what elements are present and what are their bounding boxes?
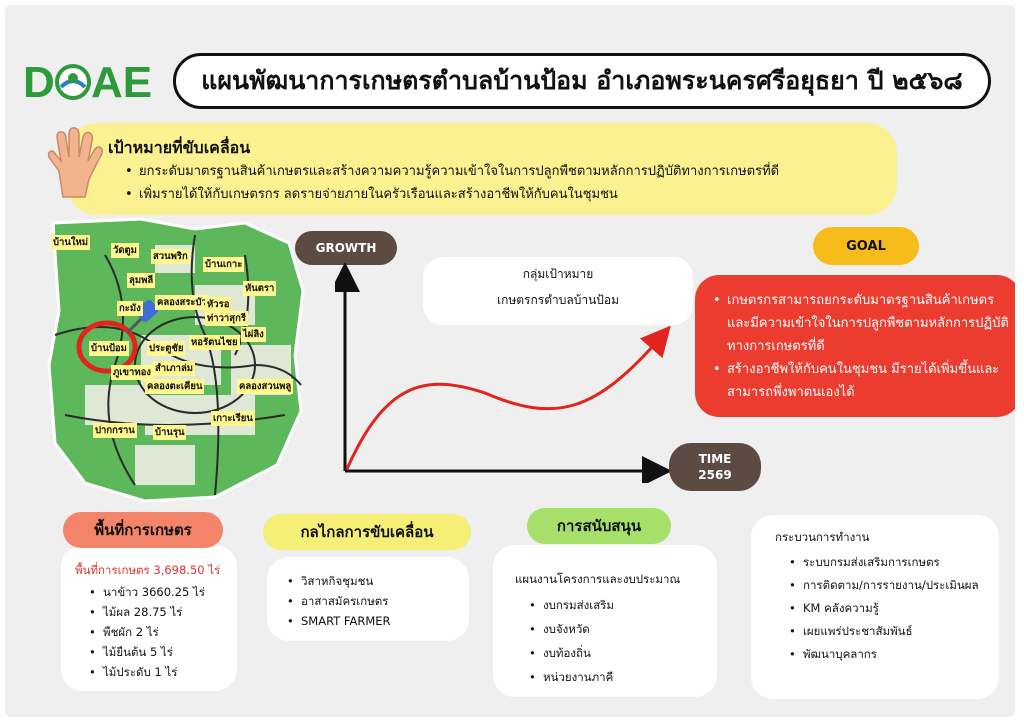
map-label: ปากกราน [93,423,137,438]
map-label: ประตูชัย [147,341,186,356]
workflow-item: ระบบกรมส่งเสริมการเกษตร [789,551,985,574]
support-item: งบท้องถิ่น [529,641,614,665]
mechanism-item: วิสาหกิจชุมชน [287,571,391,591]
target-group-box: กลุ่มเป้าหมาย เกษตรกรตำบลบ้านป้อม [423,257,693,325]
goal-item: สร้างอาชีพให้กับคนในชุมชน มีรายได้เพิ่มข… [713,358,1013,404]
map-label: วัดตูม [111,243,139,258]
support-list: งบกรมส่งเสริม งบจังหวัด งบท้องถิ่น หน่วย… [529,593,614,689]
support-label: การสนับสนุน [527,508,671,544]
svg-text:AE: AE [91,58,152,105]
map-label: ภูเขาทอง [111,365,153,380]
support-item: หน่วยงานภาคี [529,665,614,689]
map-label: เกาะเรียน [211,411,255,426]
workflow-item: เผยแพร่ประชาสัมพันธ์ [789,620,985,643]
infographic-frame: D AE แผนพัฒนาการเกษตรตำบลบ้านป้อม อำเภอพ… [5,5,1015,717]
mechanism-item: SMART FARMER [287,611,391,631]
map-label: บ้านเกาะ [203,257,245,272]
map-label: ลุมพลี [127,273,156,288]
target-group-name: เกษตรกรตำบลบ้านป้อม [496,293,620,307]
growth-graph [335,263,672,483]
page-title: แผนพัฒนาการเกษตรตำบลบ้านป้อม อำเภอพระนคร… [201,66,963,95]
map-label: หอรัตนไชย [189,335,240,350]
area-list: นาข้าว 3660.25 ไร่ ไม้ผล 28.75 ไร่ พืชผั… [89,582,205,682]
map-label: บ้านรุน [153,425,187,440]
svg-text:D: D [23,58,55,105]
area-item: ไม้ยืนต้น 5 ไร่ [89,642,205,662]
map-label: คลองสวนพลู [237,379,294,394]
map-label-highlight: บ้านป้อม [89,341,129,356]
mechanism-label: กลไกลการขับเคลื่อน [263,514,471,550]
support-item: งบจังหวัด [529,617,614,641]
goal-list: เกษตรกรสามารถยกระดับมาตรฐานสินค้าเกษตรแล… [713,289,1013,404]
time-label-text: TIME [698,452,732,466]
target-heading: เป้าหมายที่ขับเคลื่อน [108,138,251,157]
workflow-item: พัฒนาบุคลากร [789,643,985,666]
target-item: เพิ่มรายได้ให้กับเกษตรกร ลดรายจ่ายภายในค… [125,183,779,206]
map-label: ไผ่ลิง [241,327,266,342]
support-item: งบกรมส่งเสริม [529,593,614,617]
map-label: สำเภาล่ม [153,361,196,376]
area-item: ไม้ผล 28.75 ไร่ [89,602,205,622]
time-label-year: 2569 [698,468,732,482]
page-title-box: แผนพัฒนาการเกษตรตำบลบ้านป้อม อำเภอพระนคร… [173,53,991,109]
map-label: กะมัง [117,301,143,316]
growth-label: GROWTH [295,231,397,265]
mechanism-item: อาสาสมัครเกษตร [287,591,391,611]
hand-icon [47,127,103,198]
target-list: ยกระดับมาตรฐานสินค้าเกษตรและสร้างความควา… [125,160,779,206]
goal-label: GOAL [813,227,919,265]
map-label: บ้านใหม่ [51,235,91,250]
workflow-list: ระบบกรมส่งเสริมการเกษตร การติดตาม/การราย… [789,551,985,666]
target-group-title: กลุ่มเป้าหมาย [522,267,594,281]
area-total: พื้นที่การเกษตร 3,698.50 ไร่ [75,563,221,577]
map-label: ท่าวาสุกรี [205,311,248,326]
area-item: พืชผัก 2 ไร่ [89,622,205,642]
workflow-item: KM คลังความรู้ [789,597,985,620]
support-heading: แผนงานโครงการและงบประมาณ [515,572,681,586]
subdistrict-map: บ้านใหม่ วัดตูม สวนพริก บ้านเกาะ ลุมพลี … [45,215,307,503]
area-item: นาข้าว 3660.25 ไร่ [89,582,205,602]
time-label: TIME 2569 [669,443,761,491]
area-label: พื้นที่การเกษตร [63,512,223,548]
workflow-item: การติดตาม/การรายงาน/ประเมินผล [789,574,985,597]
mechanism-list: วิสาหกิจชุมชน อาสาสมัครเกษตร SMART FARME… [287,571,391,631]
goal-item: เกษตรกรสามารถยกระดับมาตรฐานสินค้าเกษตรแล… [713,289,1013,358]
map-label: สวนพริก [151,249,190,264]
map-label: คลองสระบัว [155,295,209,310]
area-item: ไม้ประดับ 1 ไร่ [89,662,205,682]
map-label: คลองตะเคียน [145,379,205,394]
doae-logo: D AE [23,58,152,105]
target-item: ยกระดับมาตรฐานสินค้าเกษตรและสร้างความควา… [125,160,779,183]
workflow-heading: กระบวนการทำงาน [775,530,870,544]
map-label: หัวรอ [205,297,232,312]
map-label: หันตรา [243,281,277,296]
